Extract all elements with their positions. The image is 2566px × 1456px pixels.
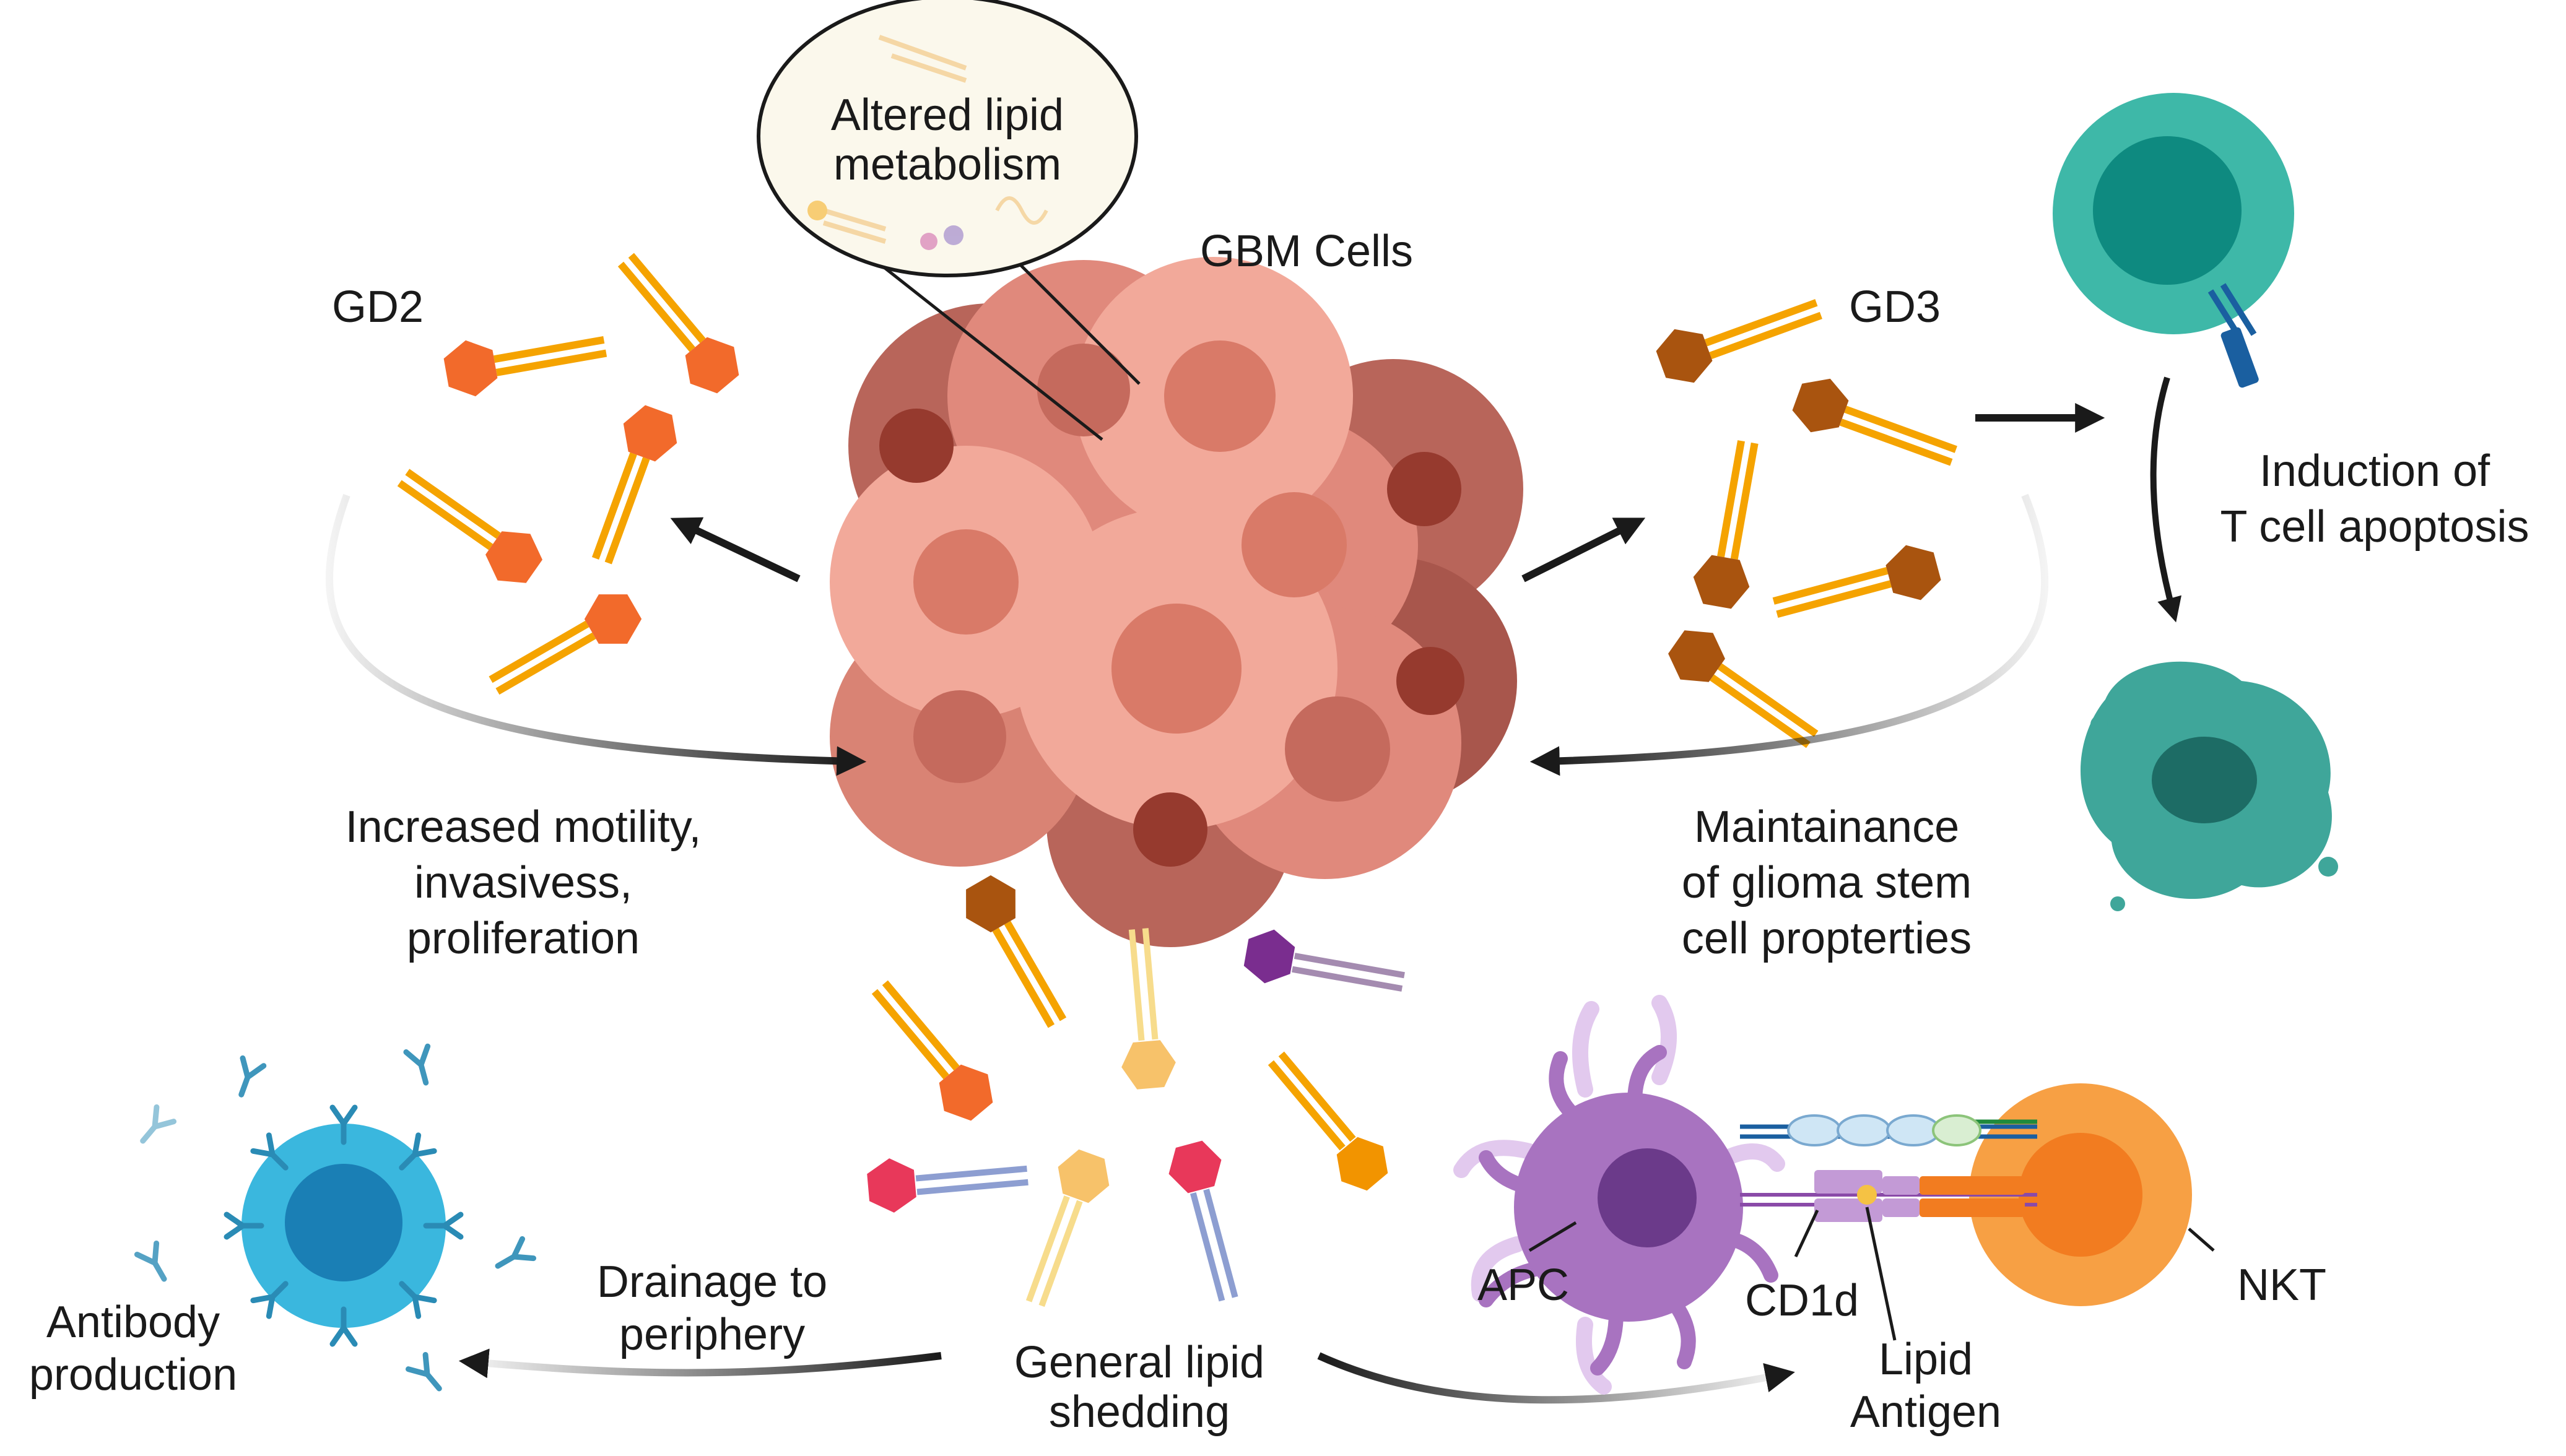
antibody-label-line2: production [29,1350,237,1400]
arrows [325,376,2181,1404]
nkt-cell [1969,1083,2192,1306]
arrow-to-nkt [1317,1352,1795,1404]
gd3-label: GD3 [1849,282,1941,332]
apoptotic-t-cell [2081,661,2338,911]
gd3-lipid [1651,299,1822,391]
gd3-lipid [1772,539,1945,618]
b-cell [134,1046,534,1395]
lipid-antigen-line1: Lipid [1879,1335,1973,1384]
gd2-effect-line2: invasivess, [414,858,632,908]
gbm-cell-cluster [830,257,1523,947]
gd2-lipid-group [397,253,750,695]
gd2-lipid [441,336,607,401]
arrow-gd3-effect [1529,493,2049,776]
gd3-lipid-group [1651,299,1957,748]
antibody-label-line1: Antibody [46,1298,220,1347]
drainage-label-line2: periphery [619,1310,805,1359]
apc-label: APC [1477,1260,1569,1310]
tcell-label-line2: T cell apoptosis [2220,502,2529,552]
arrow-to-gd3 [1521,518,1646,583]
gd2-effect-line1: Increased motility, [346,802,702,852]
bubble-label-line1: Altered lipid [831,90,1064,140]
arrow-drainage [458,1348,942,1379]
drainage-label-line1: Drainage to [597,1257,827,1307]
gd3-lipid [1659,618,1819,748]
arrow-gd2-effect [325,493,867,776]
shed-lipids [867,868,1405,1307]
gd3-effect-line3: cell propterties [1682,914,1972,963]
gd3-effect-line1: Maintainance [1694,802,1959,852]
nkt-label: NKT [2237,1260,2326,1310]
tcell-label-line1: Induction of [2259,446,2490,496]
gd2-lipid [617,253,750,403]
gbm-cells-label: GBM Cells [1200,227,1413,276]
gd3-lipid [1787,370,1957,466]
lipid-metabolism-bubble: Altered lipid metabolism [757,0,1141,441]
lipid-antigen-line2: Antigen [1850,1387,2001,1437]
callout-lines [1528,1207,2215,1341]
gd2-lipid [591,400,685,565]
arrow-to-gd2 [670,517,801,583]
gd2-label: GD2 [332,282,424,332]
gd3-lipid [1689,440,1759,612]
shedding-label-line2: shedding [1049,1387,1230,1437]
cd1d-label: CD1d [1745,1276,1859,1325]
shedding-label-line1: General lipid [1014,1338,1264,1387]
gd2-effect-line3: proliferation [407,914,640,963]
apc-cell [1453,995,1785,1395]
gd2-lipid [489,582,649,695]
arrow-tcell-apoptosis [2150,376,2181,623]
gd2-lipid [397,469,551,595]
bubble-label-line2: metabolism [833,140,1061,189]
cd1d-tcr-complex [1740,1114,2037,1222]
gd3-effect-line2: of glioma stem [1682,858,1972,908]
t-cell [2053,93,2294,388]
